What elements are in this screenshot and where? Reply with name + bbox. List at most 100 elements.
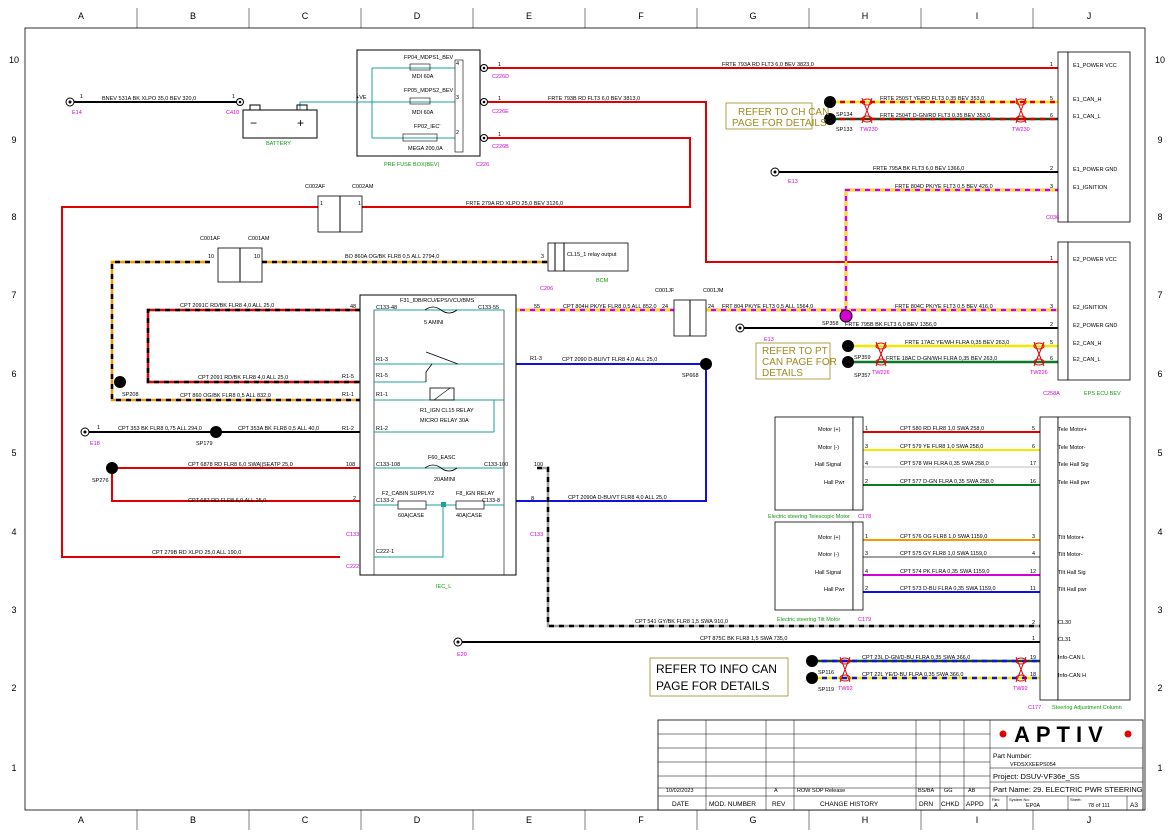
- wire-label: CPT 279B RD XLPO 25,0 ALL 190,0: [152, 550, 241, 556]
- pin-label: E1_POWER VCC: [1073, 63, 1117, 69]
- pin: 2: [1050, 322, 1053, 328]
- pin: 3: [541, 254, 544, 260]
- row-label: 10: [9, 55, 19, 65]
- row-label: 3: [1157, 605, 1162, 615]
- pin-label: Tilt Hall pwr: [1058, 587, 1087, 593]
- wire-279b: [61, 206, 340, 558]
- tb-h-appd: APPD: [966, 801, 984, 808]
- col-label: I: [976, 11, 979, 21]
- splice-label: SP359: [854, 355, 871, 361]
- tb-date: 10/02/2023: [666, 788, 694, 794]
- tb-h-chkd: CHKD: [941, 801, 960, 808]
- fp02-label: FP02_IEC': [414, 124, 440, 130]
- column-name: Steering Adjustment Column: [1052, 705, 1122, 711]
- note-info-can: PAGE FOR DETAILS: [656, 679, 770, 693]
- splice-sp116-icon: [806, 655, 818, 667]
- splices: SP134 SP133 SP358 SP359 SP357 SP208 SP17…: [92, 96, 871, 693]
- ground-label: E20: [457, 652, 467, 658]
- col-label: E: [526, 11, 532, 21]
- pin: 1: [1032, 636, 1035, 642]
- pin-label: E1_CAN_L: [1073, 114, 1101, 120]
- fuse-fp05: [409, 97, 431, 105]
- row-label: 7: [1157, 290, 1162, 300]
- conn-label: C133: [346, 532, 359, 538]
- relay-coil-icon: [429, 387, 455, 401]
- row-label: 5: [11, 448, 16, 458]
- tilt-motor: Motor (+) Motor (-) Hall Signal Hall Pwr…: [774, 521, 1036, 678]
- wire-label: FRTE 804D PK/YE FLT3 0,5 BEV 426,0: [895, 184, 993, 190]
- pin: 1: [498, 62, 501, 68]
- ground-e14-icon: [65, 97, 75, 107]
- tb-drn: BS/BA: [918, 788, 935, 794]
- pin: 2: [865, 479, 868, 485]
- splice-label: SP357: [854, 373, 871, 379]
- pin: 3: [865, 551, 868, 557]
- pin: 1: [232, 94, 235, 100]
- pin-label: CL30: [1058, 620, 1071, 626]
- row-label: 6: [1157, 369, 1162, 379]
- conn-label: C002AM: [352, 184, 374, 190]
- pin: 4: [865, 569, 868, 575]
- pin: 2: [353, 496, 356, 502]
- tb-rev-label: Rev:: [992, 797, 1000, 802]
- twist-icon: [1015, 97, 1027, 124]
- pin-label: R1-5: [376, 373, 388, 379]
- pin-label: Hall Signal: [815, 462, 841, 468]
- bcm-box: [547, 242, 629, 272]
- row-label: 5: [1157, 448, 1162, 458]
- pin: R1-3: [530, 356, 542, 362]
- wire-label: CPT 22L YE/D-BU FLRA 0,35 SWA 366,0: [862, 672, 964, 678]
- row-label: 2: [11, 683, 16, 693]
- pin-label: Tilt Motor+: [1058, 535, 1084, 541]
- tb-size: A3: [1130, 802, 1138, 809]
- wire-label: FRTE 250ST YE/RD FLT3 0,35 BEV 353,0: [880, 96, 984, 102]
- row-label: 9: [1157, 135, 1162, 145]
- inline-connectors: C002AF C002AM 1 1 C001AF C001AM 10 10 C0…: [200, 184, 724, 337]
- logo-dot-icon: [999, 730, 1007, 738]
- twist-icon: [861, 97, 873, 124]
- conn-label: C001JM: [703, 288, 724, 294]
- pin-label: Info-CAN H: [1058, 673, 1086, 679]
- note-ch-can: REFER TO CH CAN: [738, 107, 829, 118]
- note-pt-can: CAN PAGE FOR: [762, 357, 837, 368]
- pin-label: Hall Pwr: [824, 480, 845, 486]
- tb-sheet-val: 78 of 111: [1088, 803, 1110, 809]
- wire-label: CPT 2091C RD/BK FLR8 4,0 ALL 25,0: [180, 303, 274, 309]
- pin: 48: [350, 304, 356, 310]
- tb-change: ROW SOP Release: [797, 788, 845, 794]
- twist-icon: [1015, 656, 1027, 683]
- splice-label: SP358: [822, 321, 839, 327]
- wire-label: FRTE 2504T D-GN/RD FLT3 0,35 BEV 353,0: [880, 113, 990, 119]
- twist-icon: [1033, 341, 1045, 367]
- col-label: J: [1087, 815, 1092, 825]
- col-label: D: [414, 815, 421, 825]
- splice-sp133-icon: [824, 113, 836, 125]
- pin: 3: [865, 444, 868, 450]
- f2-rating: 60A|CASE: [398, 513, 425, 519]
- pin-label: E1_IGNITION: [1073, 185, 1107, 191]
- row-label: 9: [11, 135, 16, 145]
- splice-sp208-icon: [114, 376, 126, 388]
- col-label: A: [78, 815, 84, 825]
- f8-label: F8_IGN RELAY: [456, 491, 495, 497]
- fuse-f60-icon: [424, 464, 458, 472]
- pin: 4: [865, 461, 868, 467]
- fuse-fp02: [402, 133, 438, 142]
- ground-label: E18: [90, 441, 100, 447]
- conn-c226b: C226B: [492, 144, 509, 150]
- wire-label: FRTE 804C PK/YE FLT3 0,5 BEV 416,0: [895, 304, 993, 310]
- col-label: A: [78, 11, 84, 21]
- splice-label: SP133: [836, 127, 853, 133]
- pin-label: E2_POWER VCC: [1073, 257, 1117, 263]
- battery-plus: +: [297, 116, 304, 130]
- pin: 8: [531, 496, 534, 502]
- pin: 1: [1050, 62, 1053, 68]
- conn-label: C002AF: [305, 184, 326, 190]
- conn-label: C222: [346, 564, 359, 570]
- tb-rev-val: A: [994, 803, 998, 809]
- pin: 1: [1050, 256, 1053, 262]
- pin-label: C133-8: [482, 498, 500, 504]
- battery: − + BATTERY C410 1: [226, 94, 318, 147]
- fuse-box-conn: C226: [476, 162, 489, 168]
- splice-sp119-icon: [806, 672, 818, 684]
